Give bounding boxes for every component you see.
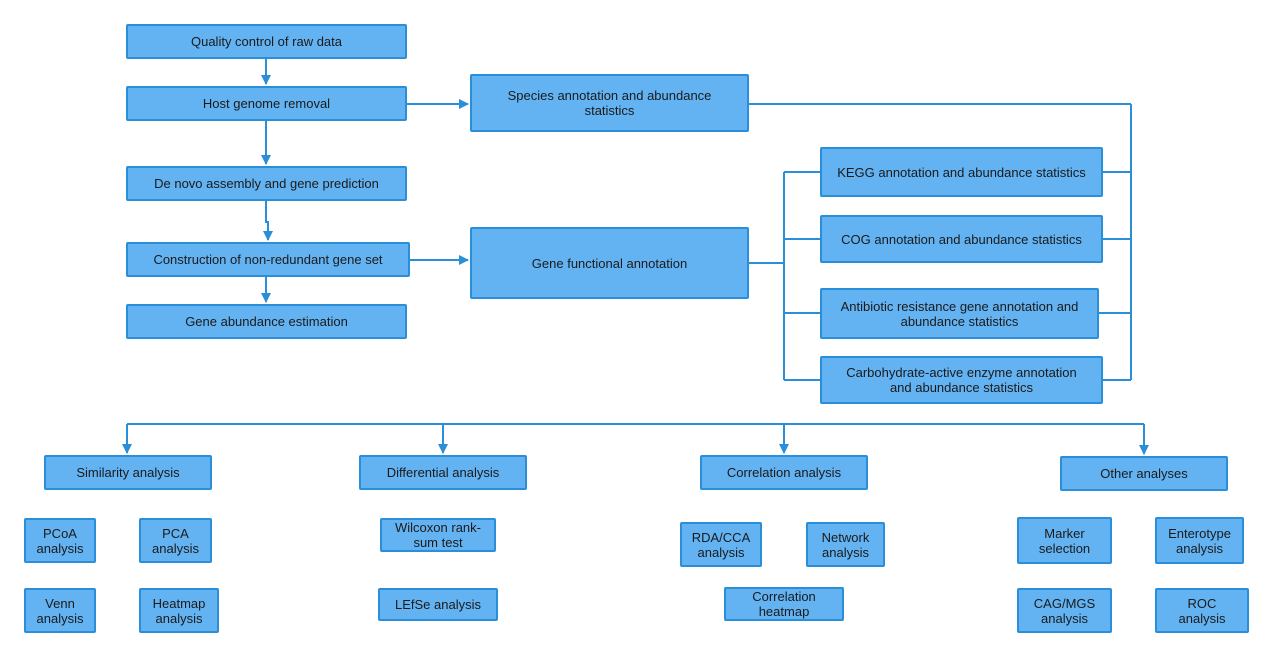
- node-other: Other analyses: [1060, 456, 1228, 491]
- node-label: De novo assembly and gene prediction: [154, 176, 379, 191]
- node-label: Other analyses: [1100, 466, 1188, 481]
- node-similarity: Similarity analysis: [44, 455, 212, 490]
- node-label: Carbohydrate-active enzyme annotation an…: [846, 365, 1077, 395]
- node-label: Differential analysis: [386, 465, 500, 480]
- node-lefse: LEfSe analysis: [378, 588, 498, 621]
- node-label: PCA analysis: [152, 525, 199, 556]
- node-cag-mgs: CAG/MGS analysis: [1017, 588, 1112, 633]
- node-label: CAG/MGS analysis: [1033, 595, 1096, 626]
- node-label: Host genome removal: [202, 96, 331, 111]
- node-label: RDA/CCA analysis: [691, 529, 751, 560]
- node-enterotype: Enterotype analysis: [1155, 517, 1244, 564]
- node-label: Correlation heatmap: [752, 589, 816, 619]
- node-label: Quality control of raw data: [190, 34, 343, 49]
- node-label: Network analysis: [821, 529, 870, 560]
- node-label: COG annotation and abundance statistics: [841, 231, 1082, 247]
- node-network: Network analysis: [806, 522, 885, 567]
- node-quality-control: Quality control of raw data: [126, 24, 407, 59]
- node-corr-heatmap: Correlation heatmap: [724, 587, 844, 621]
- node-label: Species annotation and abundance statist…: [507, 88, 712, 118]
- node-rda-cca: RDA/CCA analysis: [680, 522, 762, 567]
- node-differential: Differential analysis: [359, 455, 527, 490]
- node-nonredundant: Construction of non-redundant gene set: [126, 242, 410, 277]
- node-label: KEGG annotation and abundance statistics: [837, 164, 1086, 180]
- node-species-annotation: Species annotation and abundance statist…: [470, 74, 749, 132]
- node-gene-abundance: Gene abundance estimation: [126, 304, 407, 339]
- node-label: PCoA analysis: [36, 525, 84, 556]
- node-pcoa: PCoA analysis: [24, 518, 96, 563]
- node-antibiotic: Antibiotic resistance gene annotation an…: [820, 288, 1099, 339]
- node-label: Venn analysis: [36, 595, 84, 626]
- node-correlation: Correlation analysis: [700, 455, 868, 490]
- node-label: ROC analysis: [1178, 595, 1226, 626]
- edge-assembly-to-nonredundant: [263, 201, 273, 241]
- node-kegg: KEGG annotation and abundance statistics: [820, 147, 1103, 197]
- node-assembly: De novo assembly and gene prediction: [126, 166, 407, 201]
- node-label: Enterotype analysis: [1168, 525, 1231, 556]
- node-venn: Venn analysis: [24, 588, 96, 633]
- node-heatmap: Heatmap analysis: [139, 588, 219, 633]
- node-label: Antibiotic resistance gene annotation an…: [840, 298, 1079, 329]
- node-host-removal: Host genome removal: [126, 86, 407, 121]
- node-label: Wilcoxon rank-sum test: [395, 520, 481, 550]
- node-label: Correlation analysis: [726, 465, 842, 480]
- node-label: Construction of non-redundant gene set: [153, 252, 383, 267]
- node-label: Gene functional annotation: [531, 255, 688, 271]
- node-label: Similarity analysis: [76, 465, 180, 480]
- node-label: Marker selection: [1038, 525, 1091, 556]
- node-cog: COG annotation and abundance statistics: [820, 215, 1103, 263]
- node-roc: ROC analysis: [1155, 588, 1249, 633]
- node-wilcoxon: Wilcoxon rank-sum test: [380, 518, 496, 552]
- node-marker: Marker selection: [1017, 517, 1112, 564]
- node-pca: PCA analysis: [139, 518, 212, 563]
- node-cazy: Carbohydrate-active enzyme annotation an…: [820, 356, 1103, 404]
- node-label: Gene abundance estimation: [185, 314, 348, 329]
- node-label: Heatmap analysis: [152, 595, 206, 626]
- node-functional-annotation: Gene functional annotation: [470, 227, 749, 299]
- node-label: LEfSe analysis: [395, 597, 481, 612]
